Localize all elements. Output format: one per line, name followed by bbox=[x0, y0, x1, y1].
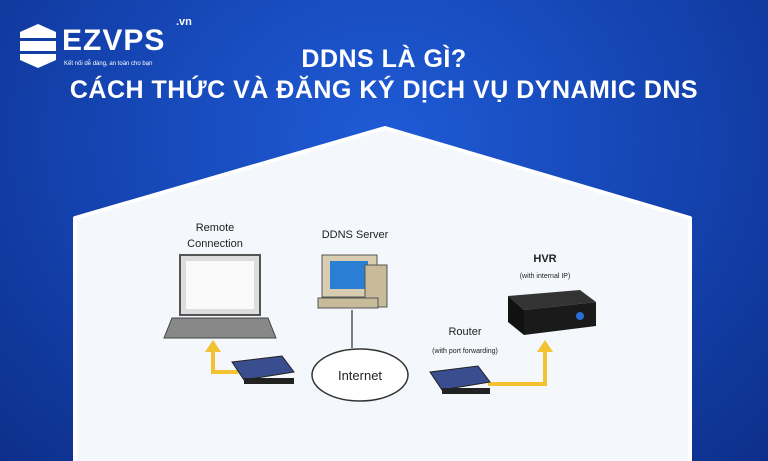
logo-tld: .vn bbox=[176, 16, 192, 28]
arrow-left bbox=[211, 350, 238, 374]
router-left-icon bbox=[231, 355, 295, 384]
laptop-icon bbox=[163, 254, 277, 339]
title-line-1: DDNS LÀ GÌ? bbox=[301, 45, 467, 73]
router-note: (with port forwarding) bbox=[432, 348, 498, 355]
remote-label-1: Remote bbox=[195, 222, 235, 234]
router-label: Router bbox=[448, 326, 482, 338]
arrow-right bbox=[488, 350, 547, 386]
router-right-icon bbox=[429, 365, 491, 394]
hvr-note: (with internal IP) bbox=[519, 273, 571, 280]
hvr-device-icon bbox=[508, 290, 596, 335]
arrow-right-head bbox=[537, 340, 553, 352]
ddns-server-icon bbox=[317, 254, 388, 309]
server-stack-icon bbox=[20, 24, 56, 68]
remote-label-2: Connection bbox=[187, 238, 243, 250]
logo-brand: EZVPS bbox=[62, 24, 166, 57]
title-line-2: CÁCH THỨC VÀ ĐĂNG KÝ DỊCH VỤ DYNAMIC DNS bbox=[69, 76, 699, 104]
hvr-label: HVR bbox=[533, 253, 557, 265]
logo-tagline: Kết nối dễ dàng, an toàn cho bạn bbox=[64, 61, 153, 67]
arrow-left-head bbox=[205, 340, 221, 352]
internet-label: Internet bbox=[337, 368, 383, 383]
internet-cloud-icon bbox=[311, 348, 409, 402]
ddns-server-label: DDNS Server bbox=[321, 229, 389, 241]
